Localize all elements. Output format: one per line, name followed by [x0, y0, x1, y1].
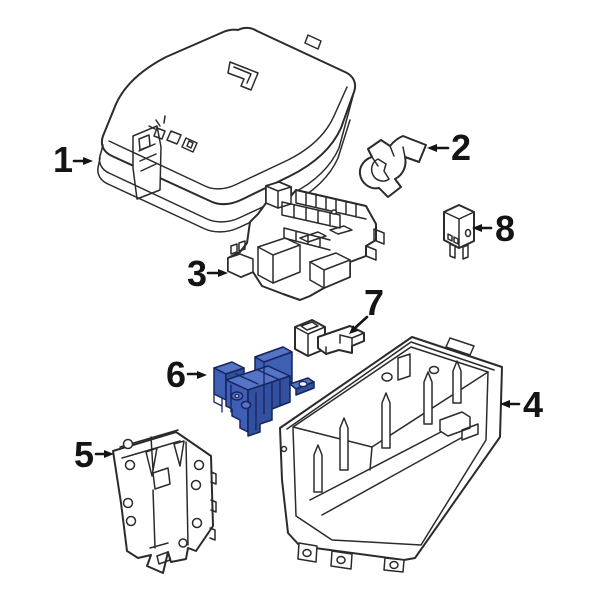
callout-1-arrowhead	[83, 157, 93, 165]
panel-small-hole	[330, 209, 338, 215]
housing-foot-hole-1	[302, 548, 312, 558]
relay-face-hole	[464, 228, 472, 238]
cover-symbol-icons	[148, 115, 198, 153]
bracket5-hole-1	[122, 438, 134, 450]
holder-well-large-pin	[234, 393, 240, 399]
housing-hole-3	[280, 445, 288, 453]
callout-7-line	[354, 315, 369, 329]
part-lower-housing[interactable]	[279, 336, 503, 573]
bracket5-hole-4	[125, 515, 137, 527]
callout-7-arrowhead	[349, 325, 358, 334]
panel-fin-rows	[281, 189, 367, 251]
part-relay[interactable]	[443, 204, 475, 260]
housing-rim-tab	[445, 337, 475, 356]
callout-6[interactable]: 6	[166, 354, 207, 395]
cover-detail-lines	[97, 34, 354, 233]
callout-1-label: 1	[53, 139, 73, 180]
bracket5-detail-lines	[119, 429, 217, 565]
housing-interior-posts	[313, 353, 462, 493]
panel-detail-lines	[230, 185, 385, 289]
callout-7-label: 7	[364, 282, 384, 323]
callout-2-arrowhead	[427, 144, 437, 152]
housing-silhouette	[279, 336, 503, 561]
bracket7-detail-lines	[294, 321, 365, 357]
holder-back-wall-top	[254, 346, 293, 363]
part-fuse-holder-highlighted[interactable]	[213, 346, 315, 437]
bracket5-hole-6	[190, 479, 202, 491]
bracket5-hole-3	[122, 497, 134, 509]
housing-foot-hole-2	[336, 555, 346, 565]
callout-5[interactable]: 5	[74, 434, 114, 475]
panel-block-right	[309, 252, 351, 289]
callout-4-arrowhead	[500, 400, 510, 408]
callout-2-label: 2	[451, 127, 471, 168]
callout-8[interactable]: 8	[472, 208, 515, 249]
part-mounting-bracket[interactable]	[112, 429, 217, 574]
housing-hole-2	[428, 365, 440, 375]
callout-6-label: 6	[166, 354, 186, 395]
bracket5-hole-8	[178, 538, 188, 548]
bracket7-arm	[317, 325, 365, 355]
part-fuse-relay-panel[interactable]	[227, 181, 385, 301]
clip-detail-lines	[371, 145, 406, 167]
relay-detail-lines	[443, 211, 475, 249]
panel-silhouette	[227, 181, 377, 301]
panel-pin-block	[227, 253, 254, 278]
cover-body	[100, 26, 357, 206]
callout-3[interactable]: 3	[187, 253, 228, 294]
callout-5-label: 5	[74, 434, 94, 475]
holder-flange-edge	[295, 381, 315, 396]
housing-interior-lines	[292, 371, 489, 546]
relay-pins	[449, 243, 469, 260]
housing-foot-hole-3	[389, 560, 399, 570]
clip-opening	[370, 158, 390, 182]
callout-5-arrowhead	[104, 450, 114, 458]
holder-well-small	[240, 400, 252, 410]
callout-4[interactable]: 4	[500, 384, 543, 425]
housing-clip-bracket	[439, 411, 479, 441]
bracket5-hole-5	[193, 459, 205, 471]
clip-body	[358, 135, 427, 198]
callout-6-arrowhead	[197, 371, 207, 379]
bracket5-hole-7	[191, 517, 203, 529]
callout-2[interactable]: 2	[427, 127, 471, 168]
part-small-bracket[interactable]	[294, 319, 365, 357]
callout-3-arrowhead	[218, 269, 228, 277]
holder-detail-lines	[213, 361, 281, 431]
holder-tower-left	[213, 367, 227, 401]
callout-8-label: 8	[495, 208, 515, 249]
housing-hole-1	[381, 372, 393, 382]
callout-4-label: 4	[523, 384, 543, 425]
callout-1[interactable]: 1	[53, 139, 93, 180]
part-retaining-clip[interactable]	[358, 135, 427, 198]
part-fuse-box-cover[interactable]	[97, 26, 357, 233]
bracket5-hole-2	[124, 459, 136, 471]
callout-8-arrowhead	[472, 224, 482, 232]
bracket5-square-hole	[152, 467, 171, 490]
cover-handle-recess	[227, 61, 259, 91]
holder-flange-hole	[298, 380, 308, 388]
callout-3-label: 3	[187, 253, 207, 294]
callout-7[interactable]: 7	[349, 282, 384, 334]
